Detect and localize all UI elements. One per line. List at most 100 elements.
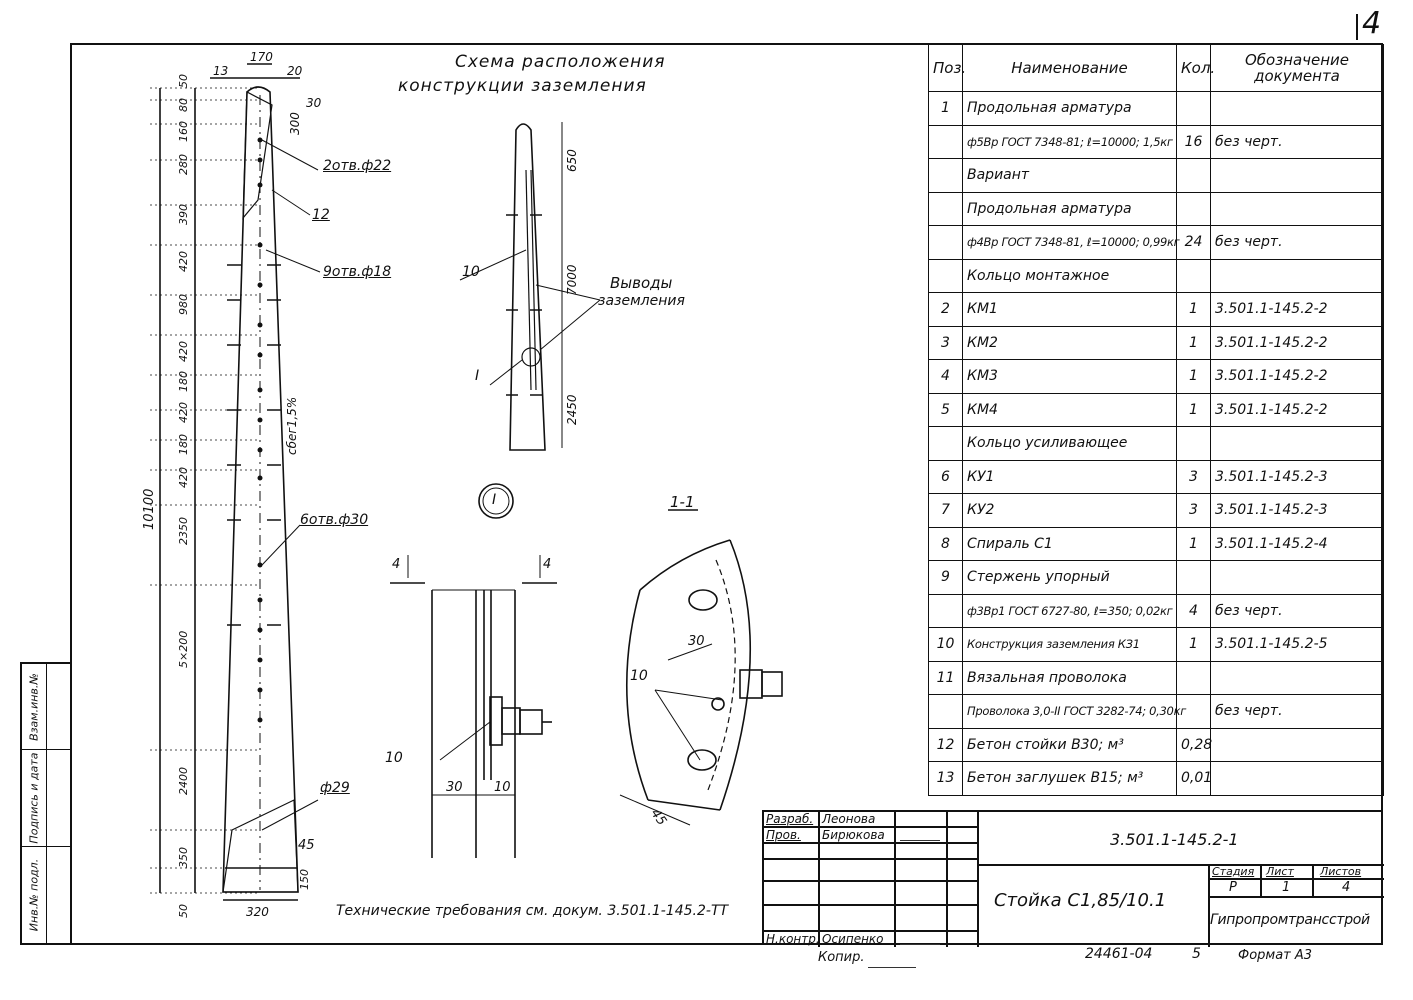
spec-cell-pos: 6 [928,459,963,494]
spec-cell-qty [1176,660,1211,695]
name-norm-control: Осипенко [822,932,884,946]
spec-cell-qty: 3 [1176,459,1211,494]
side-dim-160: 160 [177,121,190,142]
callout-taper: сбег1,5% [285,396,299,455]
sheet-header: Лист [1266,865,1294,878]
section-hole-bottom [687,749,717,771]
callout-phi29: ф29 [320,780,350,796]
sheets-header: Листов [1320,865,1362,878]
side-dim-980: 980 [177,294,190,315]
callout-12: 12 [312,207,330,223]
spec-cell-doc [1210,158,1384,193]
spec-cell-name: КМ4 [962,392,1177,427]
spec-cell-doc [1210,426,1384,461]
section-hole-top [688,589,718,611]
spec-cell-doc: без черт. [1210,124,1384,159]
spec-cell-name: КМ3 [962,359,1177,394]
spec-cell-doc: 3.501.1-145.2-2 [1210,392,1384,427]
spec-cell-pos: 1 [928,91,963,126]
spec-cell-doc: 3.501.1-145.2-5 [1210,627,1384,662]
spec-cell-doc: 3.501.1-145.2-3 [1210,459,1384,494]
leader-holes-18 [265,249,321,273]
spec-cell-name: Проволока 3,0-II ГОСТ 3282-74; 0,30кг [962,694,1186,729]
spec-cell-name: Конструкция заземления КЗ1 [962,627,1177,662]
spec-cell-qty: 1 [1176,359,1211,394]
spec-cell-qty [1176,560,1211,595]
spec-cell-doc [1210,560,1384,595]
scheme-ground-wire [525,169,532,391]
organization: Гипропромтрансстрой [1210,912,1370,928]
side-dim-280: 280 [177,154,190,175]
product-name: Стойка С1,85/10.1 [994,890,1167,911]
spec-cell-qty [1176,191,1211,226]
leader-phi29 [261,799,319,831]
side-dim-50: 50 [177,74,190,88]
side-dim-420b: 420 [177,341,190,362]
spec-cell-qty: 4 [1176,593,1211,628]
section-11-drawing [619,509,783,826]
side-dim-420d: 420 [177,467,190,488]
spec-cell-doc: без черт. [1210,593,1384,628]
page-number: 4 [1362,6,1382,41]
spec-cell-qty [1176,694,1211,729]
pole-hole [257,352,263,358]
spec-header-qty: Кол. [1176,44,1215,92]
spec-cell-qty: 1 [1176,627,1211,662]
side-dim-390: 390 [177,204,190,225]
spec-cell-doc [1210,727,1384,762]
pole-hole [257,182,263,188]
leader-12 [271,189,311,216]
spec-header-doc: Обозначение документа [1210,44,1384,92]
copied-label: Копир. [818,950,865,965]
stage-value: Р [1229,880,1237,895]
doc-code: 3.501.1-145.2-1 [1110,830,1239,849]
stamp-strip: Взам.инв.№ Подпись и дата Инв.№ подл. [20,662,70,945]
spec-cell-name: КУ1 [962,459,1177,494]
spec-cell-name: Вязальная проволока [962,660,1177,695]
spec-cell-pos [928,225,963,260]
spec-cell-doc [1210,660,1384,695]
section-11-title: 1-1 [670,493,695,511]
scheme-dim-7000: 7000 [565,264,579,295]
side-dim-180b: 180 [177,434,190,455]
spec-cell-pos: 10 [928,627,963,662]
spec-cell-qty: 0,28 [1176,727,1212,762]
tech-requirements: Технические требования см. докум. 3.501.… [336,903,729,919]
detail-I-marker [478,483,514,519]
detail-nut-1 [501,707,521,735]
spec-cell-doc: 3.501.1-145.2-3 [1210,493,1384,528]
total-length: 10100 [142,488,157,530]
scheme-drawing [459,122,601,451]
spec-cell-pos: 3 [928,325,963,360]
spec-cell-pos [928,191,963,226]
side-dim-80: 80 [177,98,190,112]
scheme-label-outputs: Выводы [610,274,673,292]
leader-holes-30 [261,524,301,566]
inventory-number: 24461-04 [1085,946,1153,962]
spec-cell-qty: 0,01 [1176,761,1212,796]
spec-cell-name: Бетон стойки В30; м³ [962,727,1177,762]
scheme-dim-2450: 2450 [565,394,579,425]
spec-cell-pos: 9 [928,560,963,595]
spec-cell-name: Кольцо монтажное [962,258,1177,293]
spec-cell-qty [1176,91,1211,126]
spec-cell-doc: 3.501.1-145.2-2 [1210,292,1384,327]
pole-hole [257,627,263,633]
section-label-10: 10 [630,668,648,684]
callout-45: 45 [298,838,315,853]
detail-I-drawing [390,555,557,858]
side-dim-420a: 420 [177,251,190,272]
section-leader-10b [654,689,701,761]
spec-table: Поз. Наименование Кол. Обозначение докум… [928,44,1384,796]
spec-cell-qty: 24 [1176,225,1211,260]
pole-hole [257,282,263,288]
bottom-plug [222,799,299,893]
pole-hole [257,447,263,453]
